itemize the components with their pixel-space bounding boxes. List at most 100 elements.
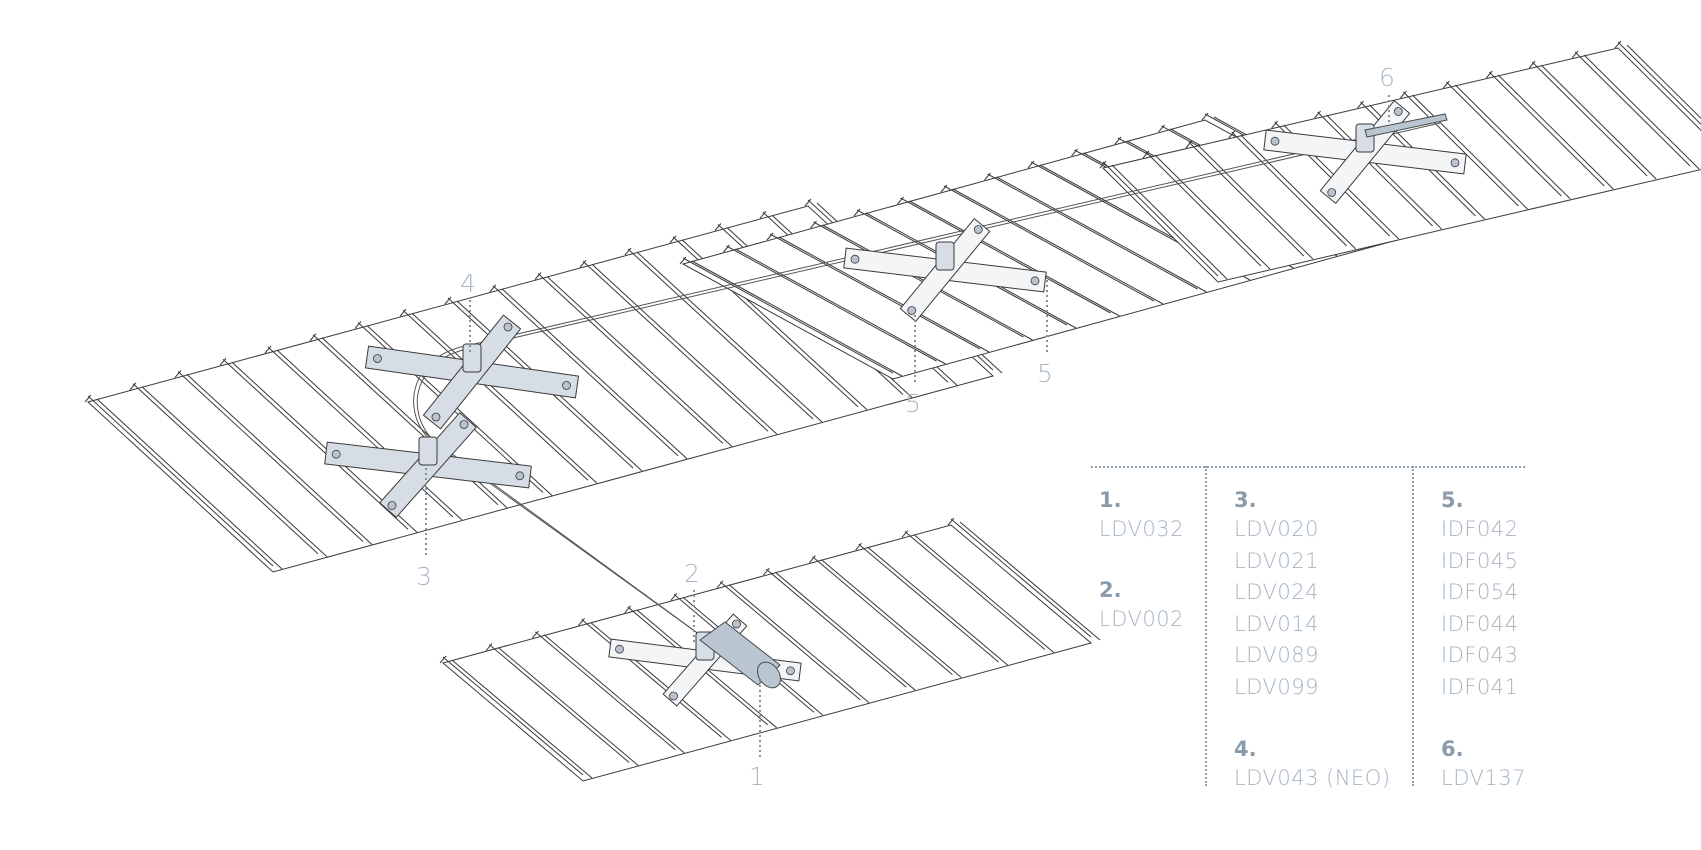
legend-column-3: 5. IDF042 IDF045 IDF054 IDF044 IDF043 ID… [1441, 486, 1526, 795]
sheet-rib [1102, 161, 1219, 277]
bolt-icon [562, 381, 571, 390]
sheet-rib [264, 345, 272, 354]
cable-tensioner [1364, 113, 1448, 138]
sheet-rib [84, 394, 92, 403]
sheet-rib [897, 196, 904, 205]
sheet-rib [1197, 144, 1314, 260]
bolt-icon [786, 666, 795, 676]
callout-label: 2 [684, 559, 700, 588]
bolt-icon [973, 225, 983, 234]
legend-code: IDF043 [1441, 643, 1519, 667]
legend-divider [1205, 466, 1207, 786]
sheet-rib [399, 308, 407, 317]
legend-code: LDV137 [1441, 766, 1526, 790]
anchor-post [935, 241, 955, 271]
sheet-rib [531, 630, 539, 639]
sheet-rib [489, 284, 497, 293]
sheet-rib [716, 580, 724, 589]
legend-group-number: 1. [1099, 488, 1122, 512]
sheet-rib [485, 643, 493, 651]
anchor-base-plate [843, 218, 1047, 322]
legend-code: LDV089 [1234, 643, 1319, 667]
sheet-rib [810, 220, 817, 229]
legend-code: IDF041 [1441, 674, 1519, 699]
sheet-rib [624, 605, 632, 614]
sheet-rib [940, 184, 948, 193]
sheet-outline [441, 524, 1093, 782]
bolt-icon [459, 420, 469, 429]
bolt-icon [431, 412, 441, 422]
legend-column-2: 3. LDV020 LDV021 LDV024 LDV014 LDV089 LD… [1234, 486, 1391, 795]
sheet-rib [442, 656, 584, 776]
sheet-rib [591, 263, 778, 435]
sheet-rib [501, 288, 688, 460]
bolt-icon [1327, 188, 1337, 197]
callout-label: 1 [749, 762, 765, 791]
sheet-rib [276, 349, 463, 521]
sheet-rib [858, 543, 999, 663]
bolt-icon [1270, 136, 1280, 146]
sheet-rib [1540, 64, 1657, 180]
sheet-rib [909, 200, 1120, 317]
legend-code: LDV032 [1099, 517, 1184, 541]
sheet-rib [1188, 141, 1305, 257]
sheet-rib [769, 233, 981, 350]
sheet-rib [766, 232, 774, 241]
sheet-rib [451, 659, 593, 779]
sheet-rib [544, 634, 685, 754]
sheet-rib [636, 251, 823, 423]
sheet-rib [1357, 100, 1364, 109]
sheet-rib [691, 260, 903, 377]
sheet-rib [1027, 160, 1035, 169]
callout-label: 4 [460, 269, 476, 298]
sheet-rib [1071, 148, 1078, 157]
legend-code: IDF045 [1441, 548, 1519, 573]
bolt-icon [331, 449, 341, 459]
sheet-rib [1412, 94, 1528, 210]
legend-divider [1412, 466, 1414, 786]
sheet-rib [1488, 71, 1605, 187]
bolt-icon [907, 306, 917, 315]
sheet-rib [1485, 70, 1493, 79]
sheet-rib [1571, 50, 1579, 59]
legend-group-number: 6. [1441, 737, 1464, 761]
sheet-rib [1583, 54, 1700, 170]
sheet-rib [1497, 74, 1614, 190]
sheet-rib [1400, 90, 1407, 99]
sheet-rib [1626, 44, 1701, 120]
sheet-rib [1231, 131, 1348, 247]
sheet-rib [222, 358, 409, 530]
legend-column-1: 1. LDV032 2. LDV002 [1099, 486, 1184, 635]
sheet-rib [723, 244, 730, 253]
sheet-rib [812, 556, 953, 676]
lifeline-cable [413, 344, 701, 636]
bolt-icon [1450, 158, 1460, 168]
legend-group-number: 4. [1234, 737, 1257, 761]
sheet-rib [96, 398, 283, 570]
sheet-rib [987, 173, 1198, 290]
sheet-rib [1158, 124, 1165, 133]
legend-group-number: 5. [1441, 488, 1464, 512]
legend-code: LDV002 [1099, 606, 1184, 631]
bolt-icon [1393, 107, 1403, 116]
sheet-rib [1099, 160, 1107, 169]
sheet-rib [578, 618, 585, 626]
bolt-icon [732, 619, 741, 629]
sheet-rib [719, 581, 861, 701]
sheet-rib [219, 357, 227, 366]
legend-code: LDV020 [1234, 517, 1319, 541]
sheet-rib [535, 631, 676, 751]
sheet-rib [904, 531, 1046, 650]
sheet-rib [411, 312, 598, 484]
sheet-rib [444, 296, 452, 305]
bolt-icon [503, 322, 513, 332]
bolt-icon [850, 254, 860, 264]
sheet-rib [1314, 110, 1321, 119]
sheet-rib [762, 567, 770, 576]
legend: 1. LDV032 2. LDV002 3. LDV020 LDV021 LDV… [1091, 466, 1525, 790]
anchor-base-plate [364, 314, 580, 430]
anchor-post [1355, 123, 1375, 153]
sheet-rib [1228, 130, 1236, 139]
sheet-rib [679, 256, 687, 265]
